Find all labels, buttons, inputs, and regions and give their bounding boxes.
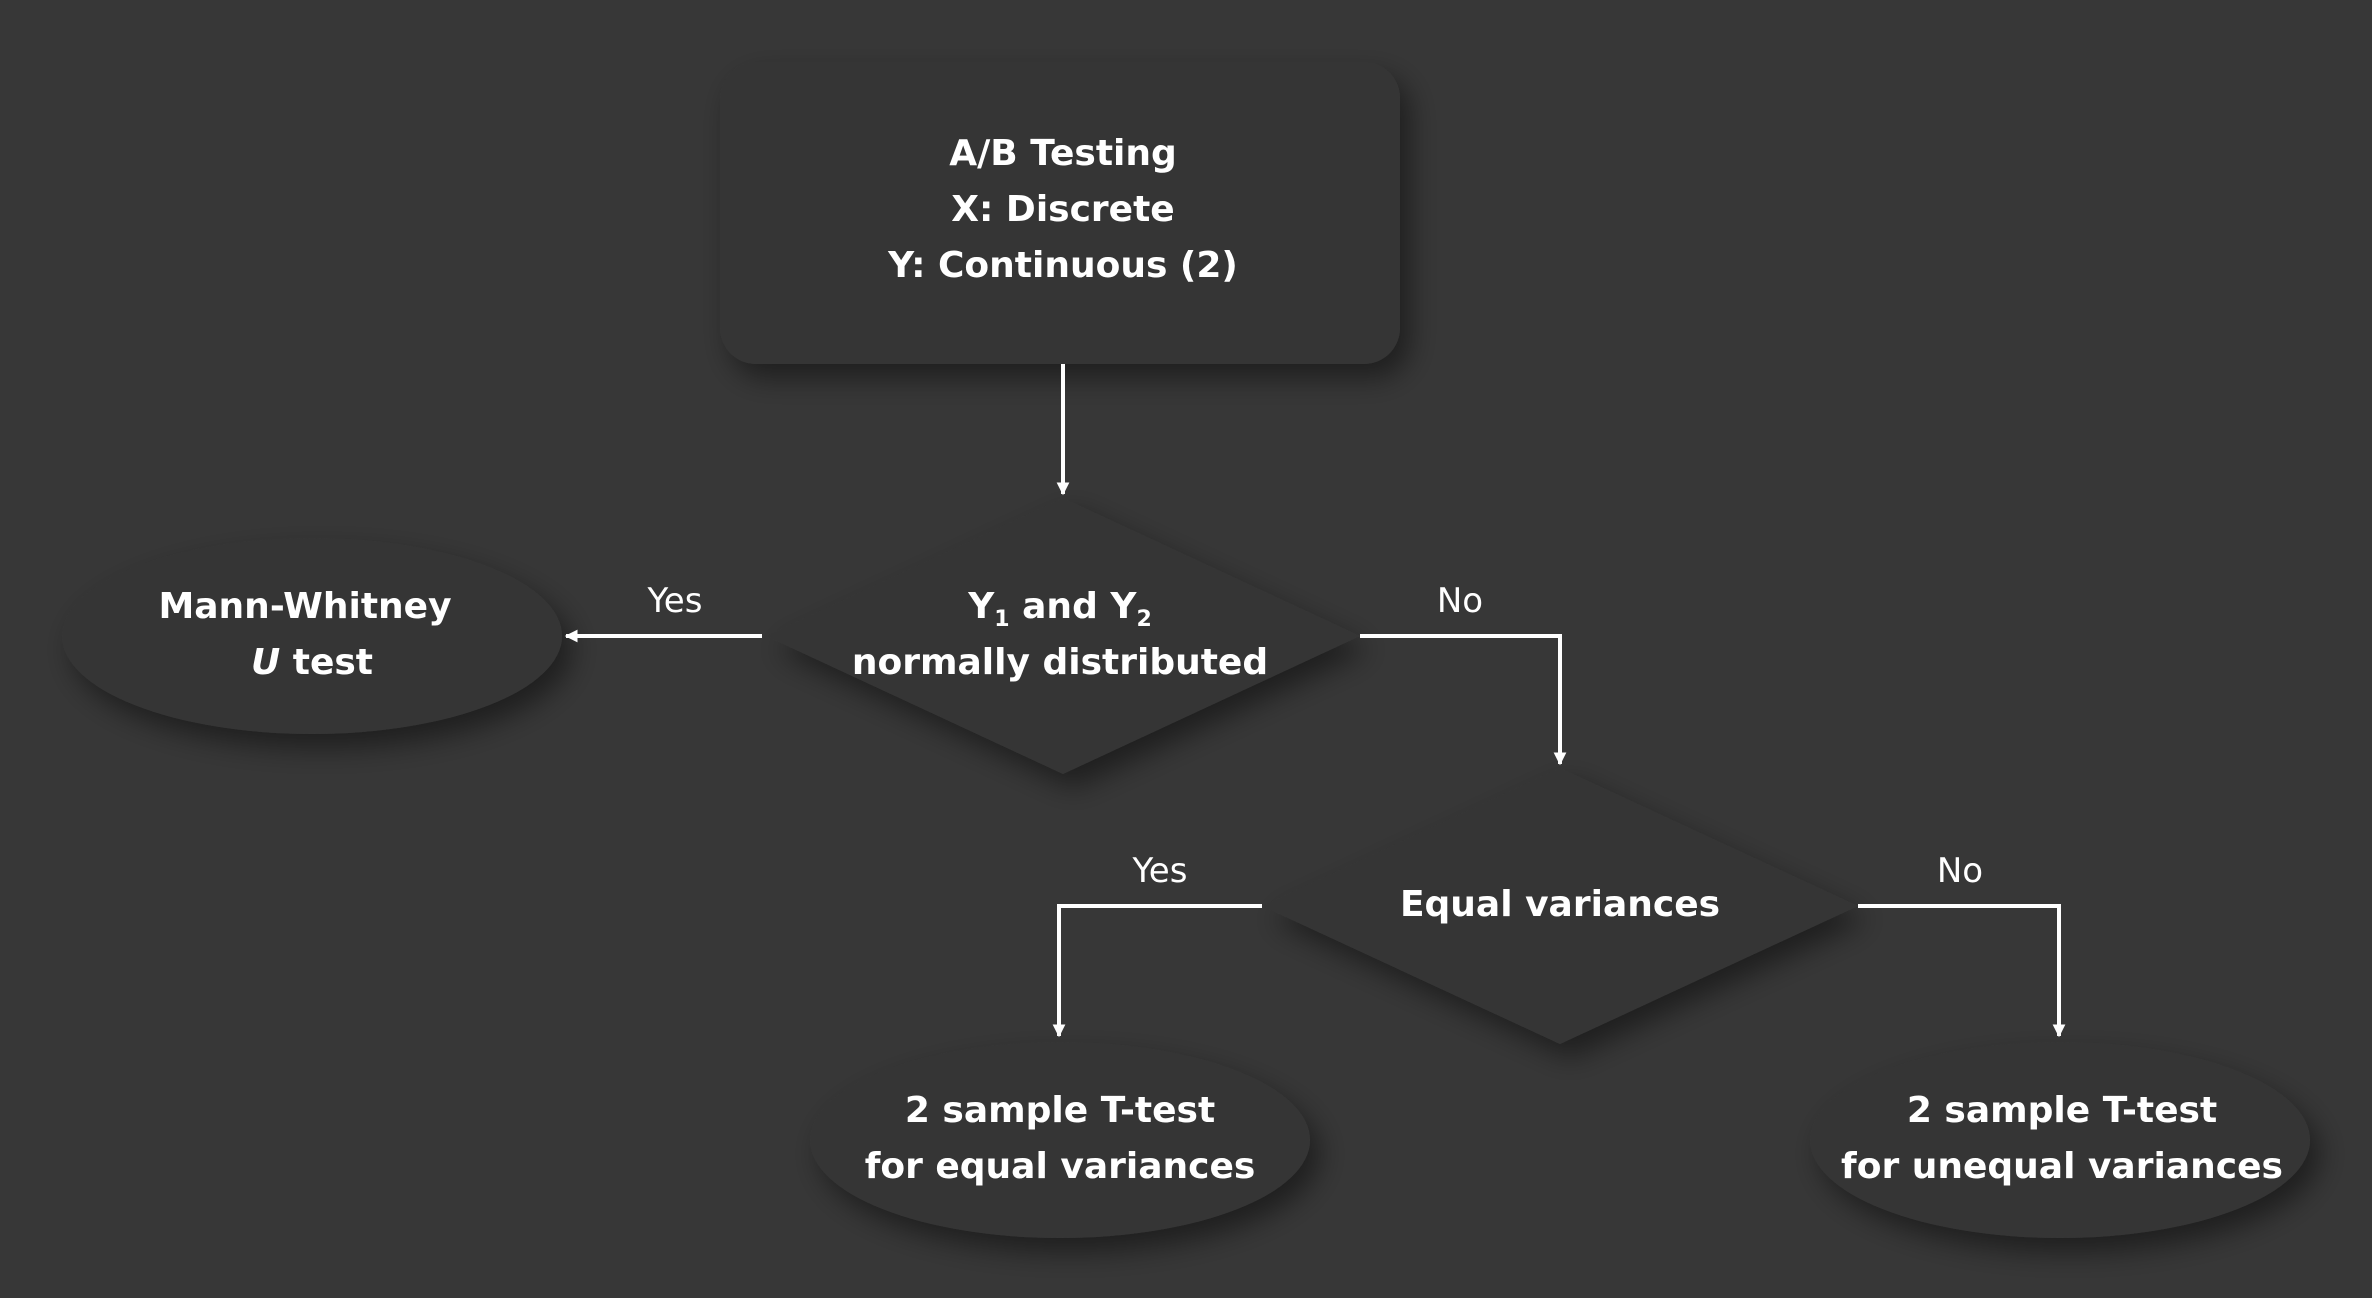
start-node-line-3: Y: Continuous (2) bbox=[887, 245, 1238, 286]
mann-whitney-line-1: Mann-Whitney bbox=[158, 586, 451, 627]
edge-normality-no bbox=[1360, 634, 1567, 766]
ttest-unequal-node[interactable] bbox=[1810, 1042, 2310, 1238]
mann-whitney-node[interactable] bbox=[62, 538, 562, 734]
equal-variances-label: Equal variances bbox=[1400, 884, 1720, 925]
edge-variance-yes bbox=[1052, 904, 1262, 1038]
ttest-unequal-line-2: for unequal variances bbox=[1841, 1146, 2283, 1187]
start-node-line-2: X: Discrete bbox=[951, 189, 1174, 230]
start-node[interactable] bbox=[720, 62, 1400, 364]
ttest-equal-line-1: 2 sample T-test bbox=[905, 1090, 1215, 1131]
edge-label-normality-yes: Yes bbox=[647, 581, 703, 621]
equal-variances-decision[interactable] bbox=[1262, 768, 1858, 1044]
edge-label-normality-no: No bbox=[1437, 581, 1483, 621]
normality-decision[interactable] bbox=[766, 498, 1360, 774]
ttest-equal-node[interactable] bbox=[810, 1042, 1310, 1238]
edge-variance-no bbox=[1858, 904, 2066, 1038]
ttest-equal-line-2: for equal variances bbox=[865, 1146, 1256, 1187]
ttest-unequal-line-1: 2 sample T-test bbox=[1907, 1090, 2217, 1131]
mann-whitney-line-2: U test bbox=[251, 642, 373, 683]
edge-label-variance-no: No bbox=[1937, 851, 1983, 891]
normality-decision-line-1: Y1 and Y2 bbox=[967, 586, 1152, 632]
edge-label-variance-yes: Yes bbox=[1132, 851, 1188, 891]
normality-decision-line-2: normally distributed bbox=[852, 642, 1268, 683]
start-node-line-1: A/B Testing bbox=[949, 133, 1177, 174]
